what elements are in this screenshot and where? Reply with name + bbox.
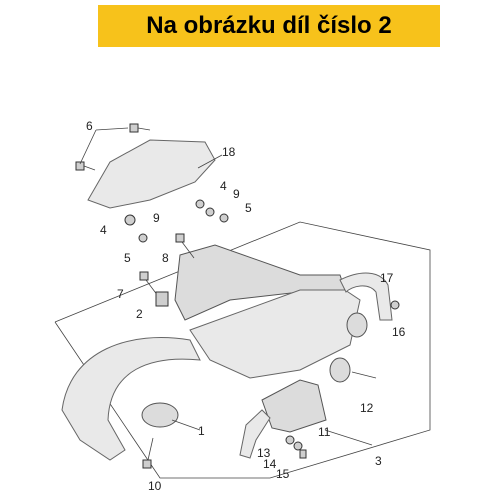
gasket-part (329, 357, 351, 383)
banner-title: Na obrázku díl číslo 2 (146, 12, 392, 39)
callout-17: 17 (380, 271, 394, 285)
bolt-7 (139, 271, 159, 297)
callout-2: 2 (136, 307, 143, 321)
leader-line (351, 371, 377, 379)
leader-line (171, 419, 201, 431)
callout-1: 1 (198, 424, 205, 438)
spacer-4-upper (195, 199, 205, 209)
bolt-10 (142, 437, 154, 469)
callout-9-upper: 9 (233, 187, 240, 201)
muffler-body-part (189, 289, 361, 379)
callout-16: 16 (392, 325, 406, 339)
callout-18: 18 (222, 145, 236, 159)
callout-4-lower: 4 (100, 223, 107, 237)
nut-17 (390, 300, 400, 310)
bushing-2 (155, 291, 169, 307)
callout-14: 14 (263, 457, 277, 471)
bolt-6-left (75, 161, 96, 171)
tail-pipe-part (339, 272, 393, 321)
washer-9-upper (205, 207, 215, 217)
leader-line (95, 127, 129, 131)
leader-line (324, 429, 373, 446)
callout-5-lower: 5 (124, 251, 131, 265)
silencer-tail-part (239, 409, 271, 459)
silencer-part (261, 379, 327, 433)
callout-9-lower: 9 (153, 211, 160, 225)
callout-4-upper: 4 (220, 179, 227, 193)
bolt-6-top (129, 123, 151, 133)
washer-5-upper (219, 213, 229, 223)
bolt-8 (175, 233, 195, 259)
end-disc-part (346, 312, 368, 338)
callout-8: 8 (162, 251, 169, 265)
callout-11: 11 (318, 425, 331, 439)
callout-13: 13 (257, 446, 271, 460)
bolt-15 (299, 449, 307, 459)
callout-15: 15 (276, 467, 290, 481)
callout-5-upper: 5 (245, 201, 252, 215)
callout-7: 7 (117, 287, 124, 301)
flange-part (141, 402, 179, 428)
washer-13 (285, 435, 295, 445)
callout-3: 3 (375, 454, 382, 468)
heat-shield-part (87, 139, 216, 209)
callout-12: 12 (360, 401, 374, 415)
washer-14 (293, 441, 303, 451)
leader-line (197, 154, 223, 169)
spacer-4-lower (124, 214, 136, 226)
exhaust-pipe-part (61, 337, 201, 461)
washer-9-lower (138, 233, 148, 243)
callout-6: 6 (86, 119, 93, 133)
title-banner: Na obrázku díl číslo 2 (98, 5, 440, 47)
leader-line (79, 129, 97, 165)
callout-10: 10 (148, 479, 162, 493)
assembly-outline (54, 221, 431, 479)
